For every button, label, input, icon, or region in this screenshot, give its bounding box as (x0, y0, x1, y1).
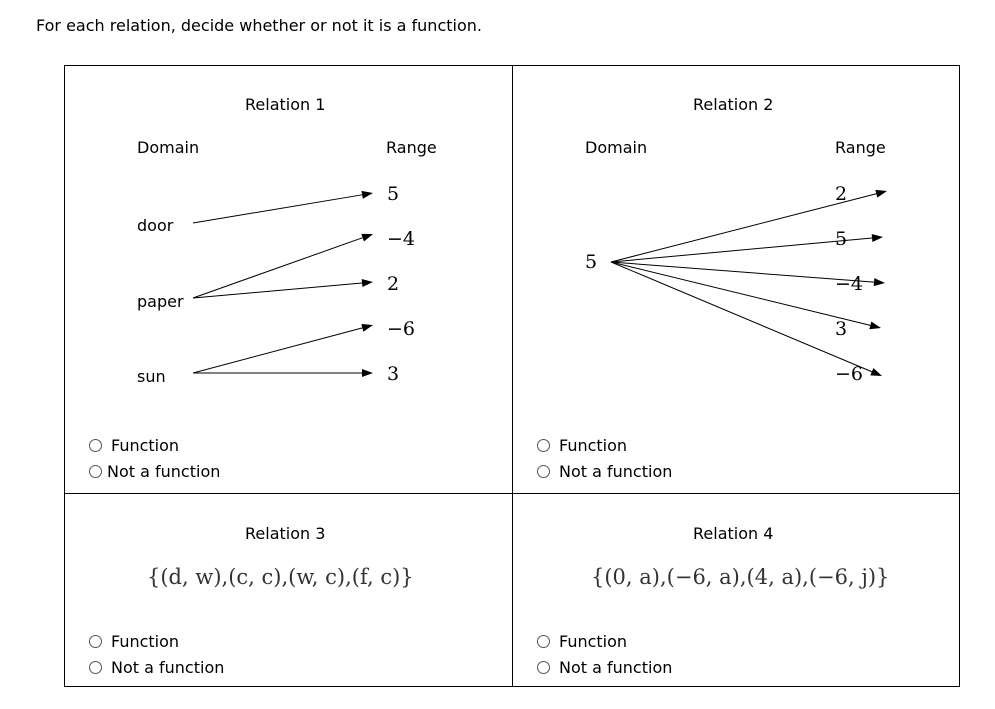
relation-3-not-function-option[interactable]: Not a function (89, 658, 224, 677)
relation-2-function-label: Function (559, 436, 628, 455)
relation-2-function-option[interactable]: Function (537, 436, 627, 455)
relation-3-function-label: Function (111, 632, 180, 651)
relation-1-range-item: 5 (387, 183, 400, 205)
relation-1-range-item: −4 (387, 228, 416, 250)
relation-2-arrow-line (610, 261, 873, 373)
relation-2-arrow-head (871, 234, 883, 242)
relation-1-arrow-head (361, 233, 373, 242)
relation-4-function-radio[interactable] (537, 635, 550, 648)
relation-2-arrow-line (610, 261, 871, 326)
relation-2-not-function-radio[interactable] (537, 465, 550, 478)
relation-1-arrow-line (192, 237, 363, 299)
relation-4-function-label: Function (559, 632, 628, 651)
relation-1-domain-item: door (137, 216, 174, 235)
relation-1-range-item: 2 (387, 273, 400, 295)
relation-1-range-item: 3 (387, 363, 400, 385)
relation-2-domain-item: 5 (585, 251, 598, 273)
relation-2-range-item: −6 (835, 363, 864, 385)
relation-2-arrow-line (610, 193, 877, 263)
relation-2-range-item: 3 (835, 318, 848, 340)
relation-2-arrow-head (869, 321, 881, 330)
relation-3-panel: Relation 3 {(d, w),(c, c),(w, c),(f, c)}… (65, 494, 512, 686)
relation-2-range-item: 2 (835, 183, 848, 205)
relation-2-range-item: 5 (835, 228, 848, 250)
relation-1-arrows (192, 190, 373, 377)
relation-2-arrow-head (870, 368, 882, 376)
relation-1-function-option[interactable]: Function (89, 436, 179, 455)
relation-1-not-function-label: Not a function (107, 462, 221, 481)
relation-1-function-radio[interactable] (89, 439, 102, 452)
relation-1-range-item: −6 (387, 318, 416, 340)
relation-1-arrow-head (361, 190, 373, 199)
relation-1-arrow-line (192, 327, 363, 374)
relation-2-arrow-line (610, 261, 875, 283)
relation-3-function-option[interactable]: Function (89, 632, 179, 651)
relation-1-arrow-head (361, 323, 373, 332)
row-divider (65, 493, 959, 494)
relation-4-function-option[interactable]: Function (537, 632, 627, 651)
relation-4-not-function-radio[interactable] (537, 661, 550, 674)
relation-2-not-function-label: Not a function (559, 462, 673, 481)
relation-2-panel: Relation 2 Domain Range 5 2 5 −4 3 −6 Fu… (513, 66, 959, 493)
relation-1-arrow-head (361, 278, 373, 287)
relation-1-arrow-line (192, 282, 363, 299)
relation-1-function-label: Function (111, 436, 180, 455)
relation-2-arrow-head (873, 278, 885, 287)
relation-2-domain-header: Domain (585, 138, 648, 157)
relation-3-not-function-label: Not a function (111, 658, 225, 677)
relation-3-not-function-radio[interactable] (89, 661, 102, 674)
relation-2-arrow-head (875, 189, 887, 198)
relation-1-arrow-head (362, 369, 373, 377)
relation-4-panel: Relation 4 {(0, a),(−6, a),(4, a),(−6, j… (513, 494, 959, 686)
relation-2-arrow-line (610, 237, 873, 263)
relation-2-range-header: Range (835, 138, 886, 157)
relation-4-not-function-label: Not a function (559, 658, 673, 677)
instructions-text: For each relation, decide whether or not… (36, 16, 482, 35)
relation-2-range-item: −4 (835, 273, 864, 295)
relation-1-not-function-radio[interactable] (89, 465, 102, 478)
relation-2-not-function-option[interactable]: Not a function (537, 462, 672, 481)
relation-3-title: Relation 3 (245, 524, 326, 543)
relation-1-domain-item: sun (137, 367, 166, 386)
relation-1-range-header: Range (386, 138, 437, 157)
column-divider (512, 66, 513, 686)
relation-3-function-radio[interactable] (89, 635, 102, 648)
relation-2-title: Relation 2 (693, 95, 774, 114)
relation-4-set: {(0, a),(−6, a),(4, a),(−6, j)} (591, 565, 890, 589)
relation-2-function-radio[interactable] (537, 439, 550, 452)
relations-grid: Relation 1 Domain Range door paper sun 5… (64, 65, 960, 687)
relation-2-arrows (610, 189, 887, 376)
relation-1-domain-item: paper (137, 292, 184, 311)
relation-3-set: {(d, w),(c, c),(w, c),(f, c)} (147, 565, 414, 589)
relation-4-title: Relation 4 (693, 524, 774, 543)
relation-1-not-function-option[interactable]: Not a function (89, 462, 220, 481)
relation-1-title: Relation 1 (245, 95, 326, 114)
relation-1-panel: Relation 1 Domain Range door paper sun 5… (65, 66, 512, 493)
relation-1-arrow-line (192, 194, 363, 224)
relation-4-not-function-option[interactable]: Not a function (537, 658, 672, 677)
relation-1-domain-header: Domain (137, 138, 200, 157)
